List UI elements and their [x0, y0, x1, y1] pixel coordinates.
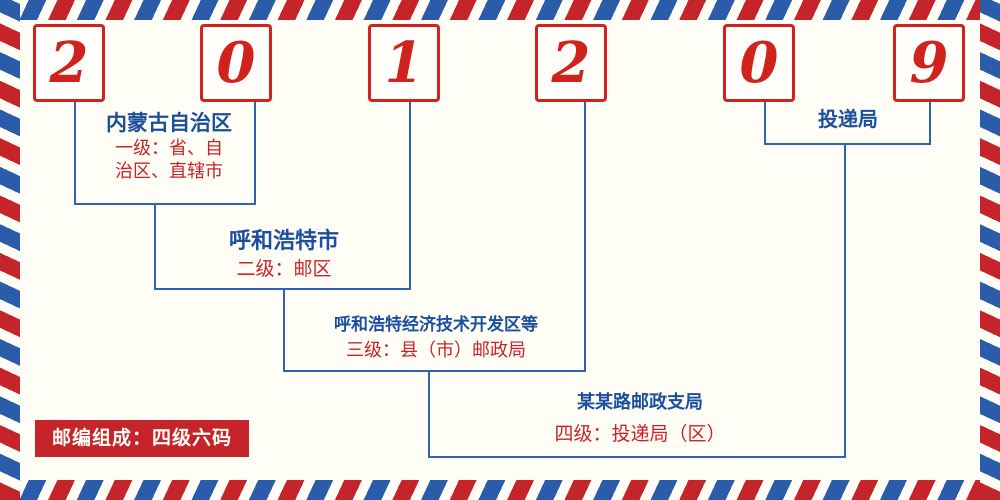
digit-1: 2: [49, 30, 89, 96]
digit-box-5: 0: [723, 24, 795, 102]
connector-line-digit3-down: [409, 100, 411, 290]
level4-region-name: 某某路邮政支局: [577, 392, 703, 413]
connector-line-level2-horizontal: [154, 288, 411, 290]
connector-line-level1-horizontal: [74, 203, 256, 205]
postal-code-composition-badge: 邮编组成：四级六码: [35, 420, 250, 457]
connector-line-digit1-down: [74, 100, 76, 205]
level3-label-block: 呼和浩特经济技术开发区等 三级：县（市）邮政局: [287, 313, 585, 364]
level2-description: 二级：邮区: [236, 258, 332, 280]
digit-box-4: 2: [535, 24, 607, 102]
connector-line-level2-to-level3: [283, 290, 285, 372]
connector-line-level1-to-level2: [154, 205, 156, 290]
connector-line-digit6-down: [929, 100, 931, 145]
connector-line-level3-horizontal: [283, 370, 586, 372]
digit-3: 1: [384, 30, 424, 96]
airmail-border-bottom: [0, 480, 1000, 500]
connector-line-level4-horizontal: [428, 456, 846, 458]
connector-line-delivery-horizontal: [764, 143, 931, 145]
level4-label-block: 某某路邮政支局 四级：投递局（区）: [500, 390, 780, 452]
connector-line-digit4-down: [584, 100, 586, 372]
digit-2: 0: [216, 30, 256, 96]
level4-description: 四级：投递局（区）: [554, 423, 726, 445]
level2-label-block: 呼和浩特市 二级：邮区: [160, 227, 408, 283]
digit-5: 0: [739, 30, 779, 96]
level3-region-name: 呼和浩特经济技术开发区等: [334, 315, 538, 335]
level2-region-name: 呼和浩特市: [228, 229, 339, 254]
digit-box-6: 9: [893, 24, 965, 102]
level1-description-line1: 一级：省、自: [115, 138, 223, 159]
level1-region-name: 内蒙古自治区: [106, 111, 232, 135]
digit-box-3: 1: [368, 24, 440, 102]
level3-description: 三级：县（市）邮政局: [346, 340, 526, 361]
digit-4: 2: [551, 30, 591, 96]
connector-line-delivery-to-level4: [844, 145, 846, 458]
digit-box-1: 2: [33, 24, 105, 102]
delivery-office-label: 投递局: [818, 107, 878, 131]
airmail-border-top: [0, 0, 1000, 20]
airmail-border-right: [980, 0, 1000, 500]
level1-description-line2: 治区、直辖市: [115, 161, 223, 182]
connector-line-level3-to-level4: [428, 372, 430, 458]
level1-label-block: 内蒙古自治区 一级：省、自 治区、直辖市: [78, 110, 260, 183]
digit-box-2: 0: [200, 24, 272, 102]
connector-line-digit5-down: [764, 100, 766, 145]
digit-6: 9: [909, 30, 949, 96]
airmail-border-left: [0, 0, 20, 500]
connector-line-digit2-down: [254, 100, 256, 205]
